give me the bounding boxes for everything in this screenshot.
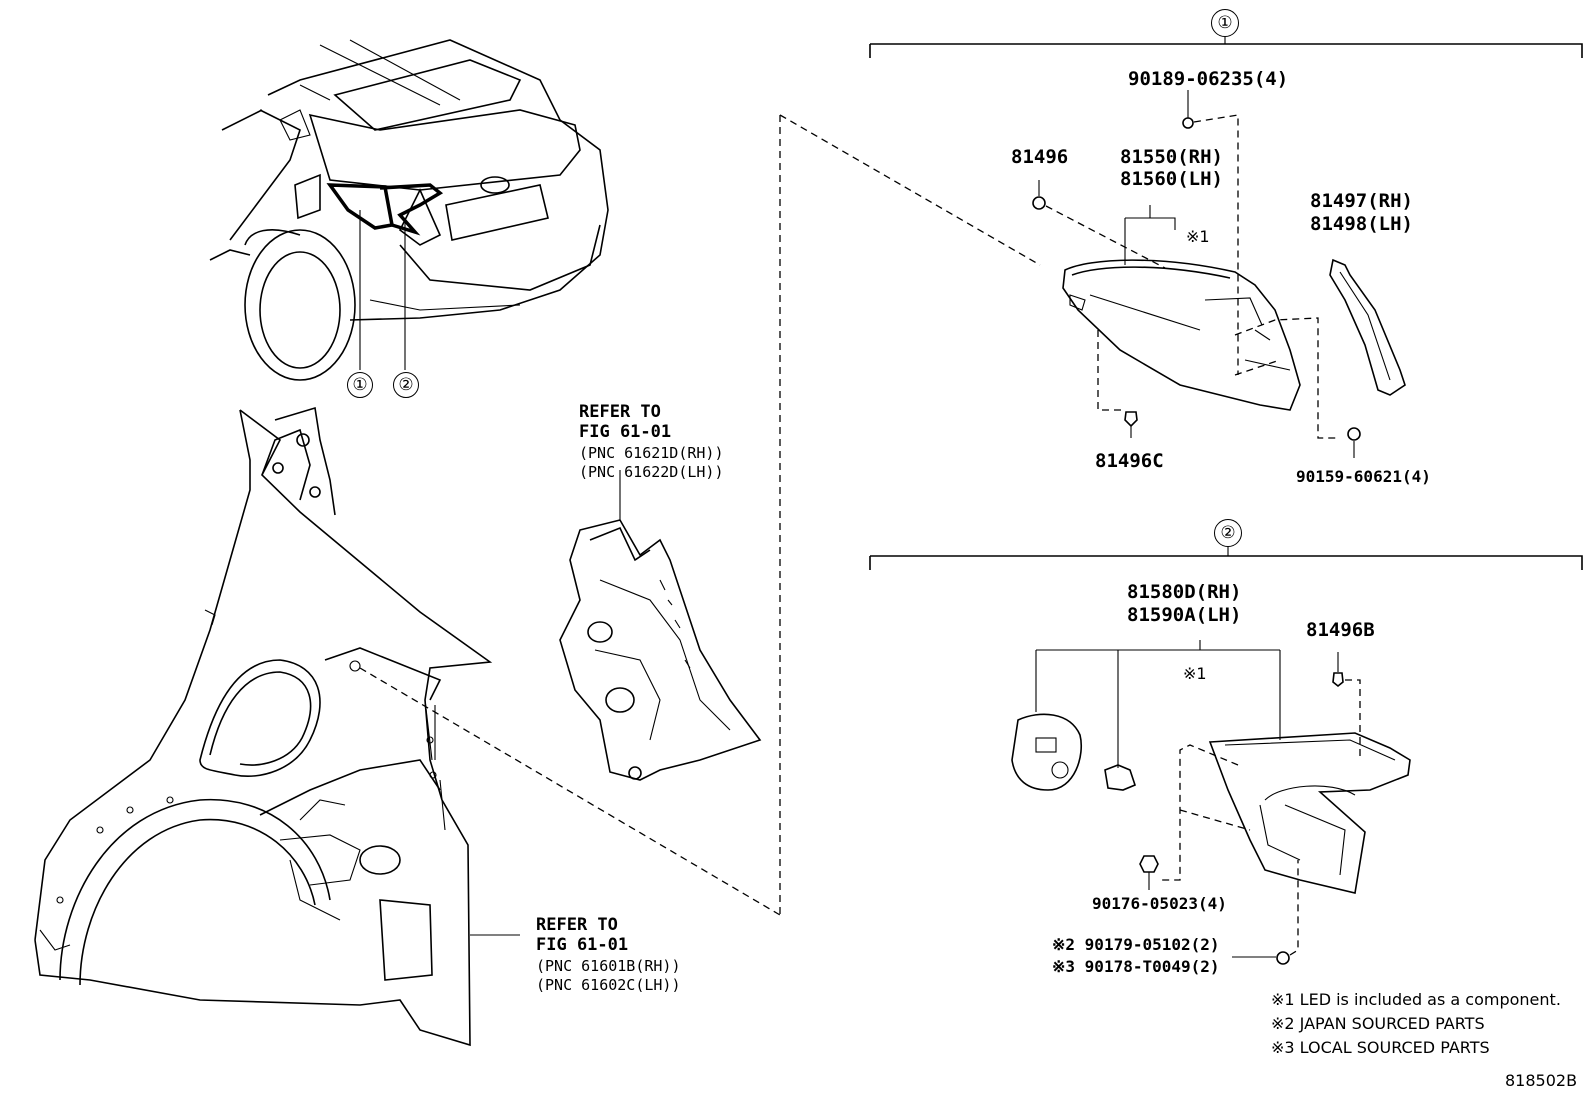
note-mark-group1: ※1 — [1186, 227, 1210, 246]
refer-upper-line3: (PNC 61621D(RH)) — [579, 444, 724, 462]
part-number-screw-local: ※3 90178-T0049(2) — [1052, 957, 1220, 976]
inner-panel — [559, 470, 762, 781]
part-number-clip: 81496 — [1011, 146, 1069, 168]
part-number-screw-japan: ※2 90179-05102(2) — [1052, 935, 1220, 954]
group2-linework — [869, 547, 1583, 965]
refer-lower-line2: FIG 61-01 — [536, 935, 629, 955]
callout-1-car: ① — [347, 372, 373, 398]
part-number-screw-top: 90189-06235(4) — [1128, 68, 1289, 90]
refer-lower-line4: (PNC 61602C(LH)) — [536, 976, 681, 994]
refer-lower-line3: (PNC 61601B(RH)) — [536, 957, 681, 975]
refer-upper-line4: (PNC 61622D(LH)) — [579, 463, 724, 481]
part-number-lamp-rh: 81550(RH) — [1120, 146, 1223, 168]
quarter-panel — [34, 406, 520, 1047]
part-number-nut: 90176-05023(4) — [1092, 894, 1227, 913]
refer-upper-line2: FIG 61-01 — [579, 422, 672, 442]
note-mark-group2: ※1 — [1183, 664, 1207, 683]
callout-2-header: ② — [1214, 519, 1242, 547]
part-number-lamp2-rh: 81580D(RH) — [1127, 581, 1242, 603]
part-number-clip-c: 81496C — [1095, 450, 1164, 472]
callout-2-car: ② — [393, 372, 419, 398]
part-number-clip-b: 81496B — [1306, 619, 1375, 641]
car-rear-view — [209, 39, 609, 381]
part-number-lamp2-lh: 81590A(LH) — [1127, 604, 1242, 626]
refer-lower-line1: REFER TO — [536, 915, 618, 935]
callout-1-header: ① — [1211, 9, 1239, 37]
part-number-gasket-lh: 81498(LH) — [1310, 213, 1413, 235]
part-number-gasket-rh: 81497(RH) — [1310, 190, 1413, 212]
footnote-2: ※2 JAPAN SOURCED PARTS — [1271, 1014, 1485, 1033]
group1-linework — [869, 37, 1583, 458]
part-number-lamp-lh: 81560(LH) — [1120, 168, 1223, 190]
refer-upper-line1: REFER TO — [579, 402, 661, 422]
part-number-screw-bottom: 90159-60621(4) — [1296, 467, 1431, 486]
footnote-3: ※3 LOCAL SOURCED PARTS — [1271, 1038, 1490, 1057]
footnote-1: ※1 LED is included as a component. — [1271, 990, 1561, 1009]
figure-code: 818502B — [1505, 1071, 1578, 1090]
